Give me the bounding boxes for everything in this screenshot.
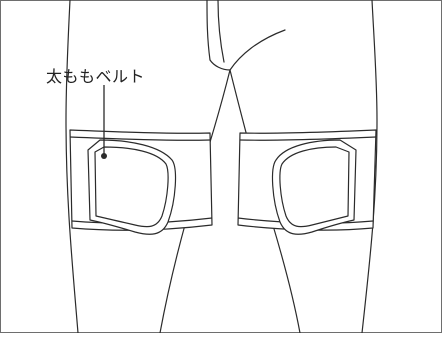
fly-seam-front (229, 29, 286, 71)
left-belt-flap (87, 139, 177, 235)
left-belt-band-top-edge (69, 136, 211, 141)
fly-seam-left (206, 0, 211, 61)
right-leg-outer-line (361, 0, 378, 334)
right-thigh-belt (237, 129, 377, 235)
right-belt-flap (271, 139, 357, 235)
callout-dot (101, 153, 107, 159)
right-belt-flap-inner (279, 146, 350, 228)
left-belt-flap-inner (94, 146, 169, 228)
left-leg-outer-line (65, 0, 79, 334)
fly-seam-left-2 (217, 0, 225, 63)
right-belt-band-top-edge (239, 136, 377, 141)
callout-label: 太ももベルト (46, 67, 146, 86)
fly-curve (209, 59, 231, 71)
left-thigh-belt (69, 129, 213, 235)
